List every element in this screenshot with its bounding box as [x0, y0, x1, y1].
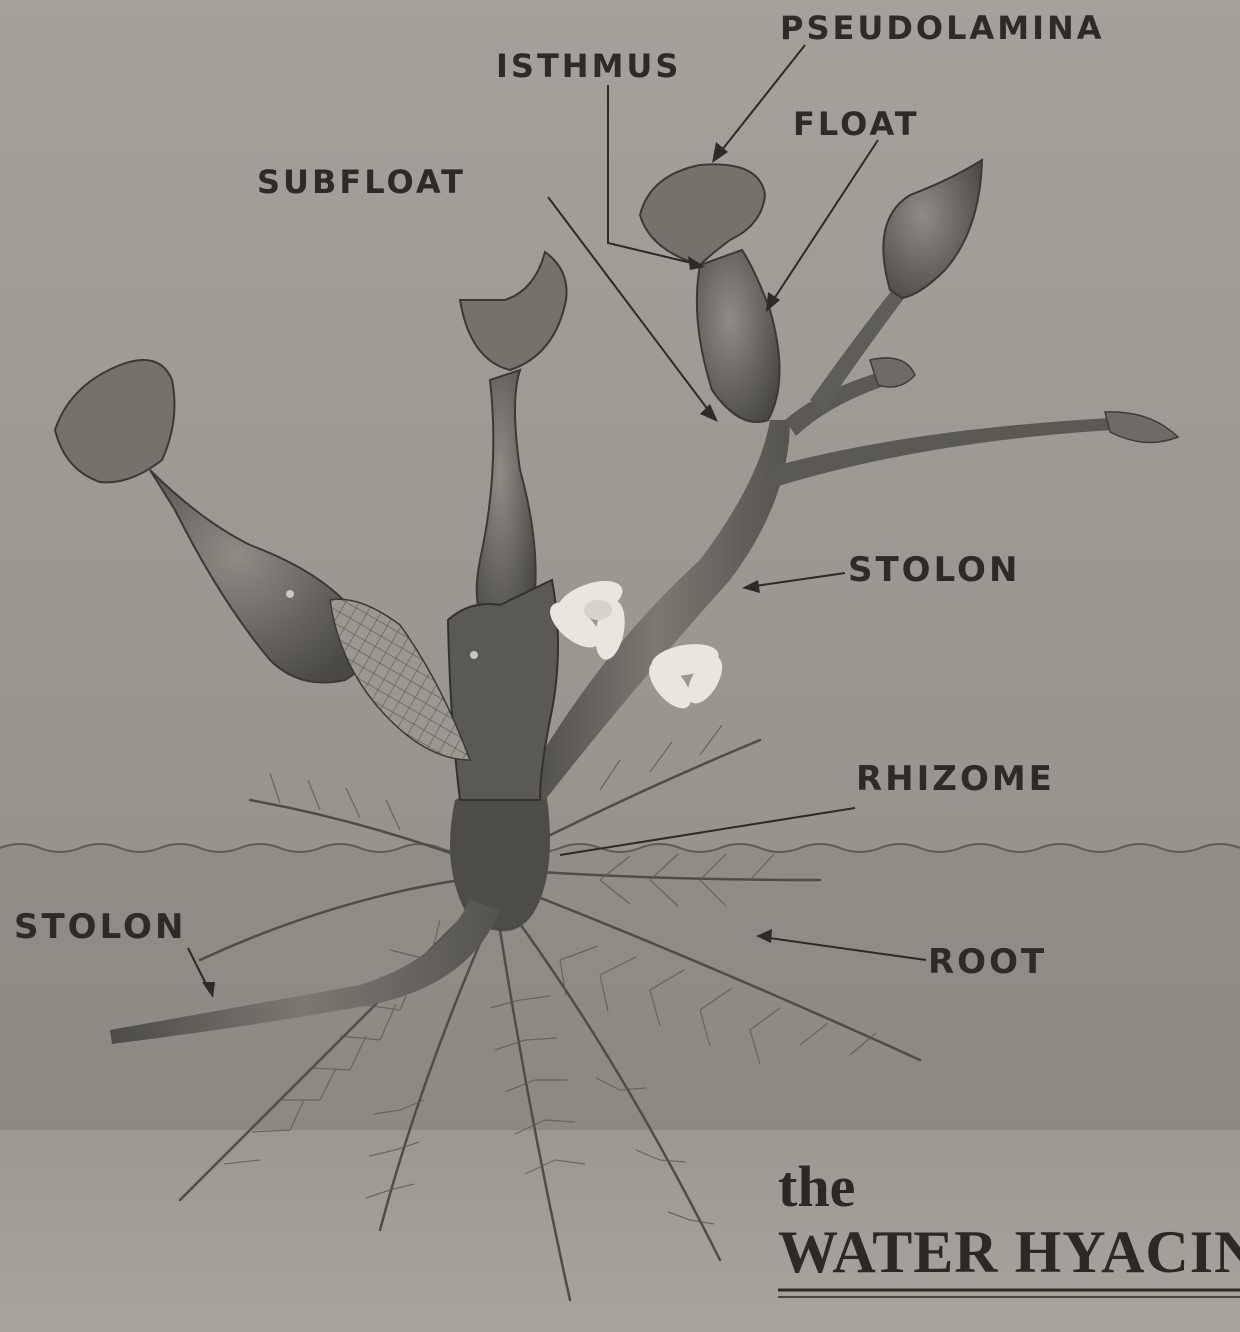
label-stolon-lower: STOLON — [14, 910, 186, 944]
title-line-2: WATER HYACINT — [778, 1222, 1240, 1282]
label-float: FLOAT — [793, 108, 920, 140]
water-surface — [0, 844, 1240, 1130]
label-root: ROOT — [928, 945, 1047, 979]
label-rhizome: RHIZOME — [856, 762, 1055, 796]
label-pseudolamina: PSEUDOLAMINA — [780, 12, 1105, 44]
label-subfloat: SUBFLOAT — [257, 166, 466, 198]
sheath-spot — [470, 651, 478, 659]
label-stolon-upper: STOLON — [848, 553, 1020, 587]
title-line-1: the — [778, 1158, 855, 1216]
float-spot — [286, 590, 294, 598]
leaf-sheath — [448, 580, 558, 800]
label-isthmus: ISTHMUS — [496, 50, 681, 82]
